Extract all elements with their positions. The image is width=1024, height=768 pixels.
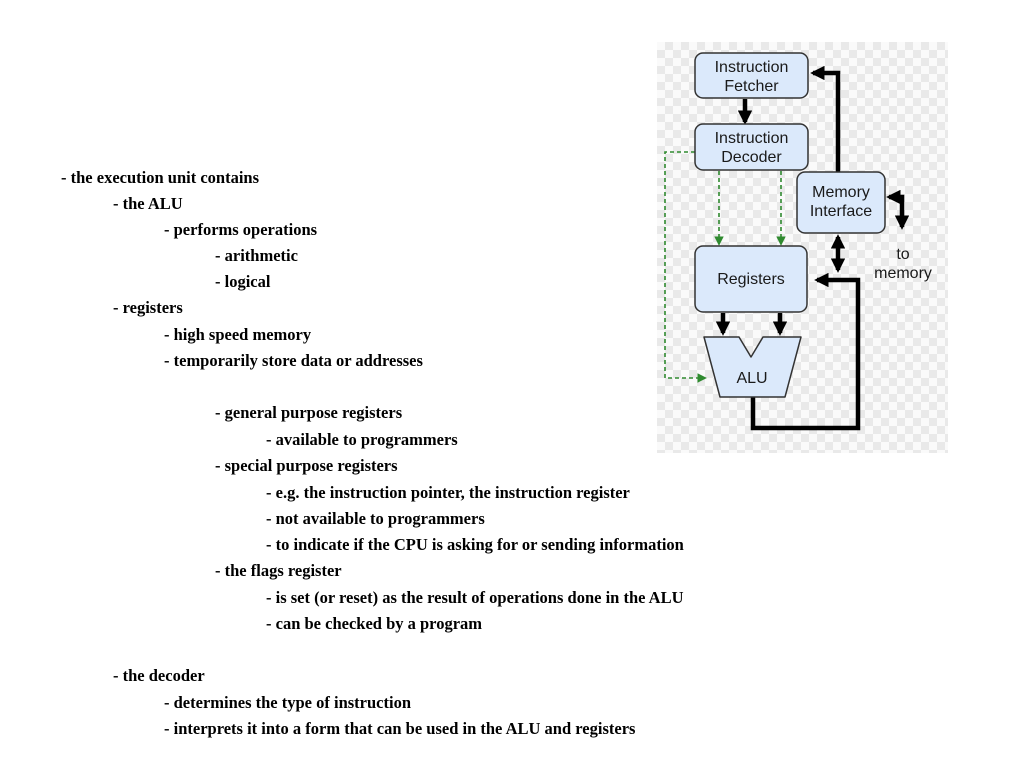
instruction-decoder-label-2: Decoder (721, 149, 782, 166)
memory-interface-box: Memory Interface (796, 171, 886, 234)
outline-line: - the execution unit contains (61, 168, 259, 187)
instruction-fetcher-box: Instruction Fetcher (694, 52, 809, 99)
registers-box: Registers (694, 245, 808, 313)
registers-label: Registers (717, 271, 785, 288)
to-memory-label-1: to (896, 246, 909, 263)
outline-line: - to indicate if the CPU is asking for o… (266, 535, 684, 554)
outline-line: - logical (215, 272, 271, 291)
outline-line: - not available to programmers (266, 509, 485, 528)
outline-line: - arithmetic (215, 246, 298, 265)
outline-line: - the ALU (113, 194, 183, 213)
outline-line: - e.g. the instruction pointer, the inst… (266, 483, 630, 502)
outline-line: - registers (113, 298, 183, 317)
cpu-diagram: Instruction Fetcher Instruction Decoder … (657, 42, 948, 453)
alu-to-registers-feedback-arrow (750, 272, 861, 431)
memory-interface-label-2: Interface (810, 203, 872, 220)
outline-line: - can be checked by a program (266, 614, 483, 633)
instruction-decoder-box: Instruction Decoder (694, 123, 809, 171)
memory-interface-to-memory-arrow (886, 189, 910, 230)
alu-shape: ALU (703, 336, 802, 398)
instruction-fetcher-label-1: Instruction (715, 59, 789, 76)
outline-line: - determines the type of instruction (164, 693, 412, 712)
alu-label: ALU (736, 370, 767, 387)
memory-interface-label-1: Memory (812, 184, 870, 201)
instruction-decoder-label-1: Instruction (715, 130, 789, 147)
outline-line: - available to programmers (266, 430, 458, 449)
outline-line: - temporarily store data or addresses (164, 351, 423, 370)
outline-line: - the decoder (113, 666, 205, 685)
outline-line: - high speed memory (164, 325, 312, 344)
outline-line: - interprets it into a form that can be … (164, 719, 636, 738)
outline-line: - the flags register (215, 561, 342, 580)
to-memory-label-2: memory (874, 265, 932, 282)
memory-interface-to-fetcher-arrow (810, 65, 841, 172)
instruction-fetcher-label-2: Fetcher (724, 78, 779, 95)
outline-line: - is set (or reset) as the result of ope… (266, 588, 684, 607)
cpu-diagram-svg: Instruction Fetcher Instruction Decoder … (664, 52, 932, 431)
outline-line: - general purpose registers (215, 403, 403, 422)
decoder-to-alu-control-arrow (664, 151, 707, 383)
outline-line: - performs operations (164, 220, 318, 239)
outline-line: - special purpose registers (215, 456, 398, 475)
